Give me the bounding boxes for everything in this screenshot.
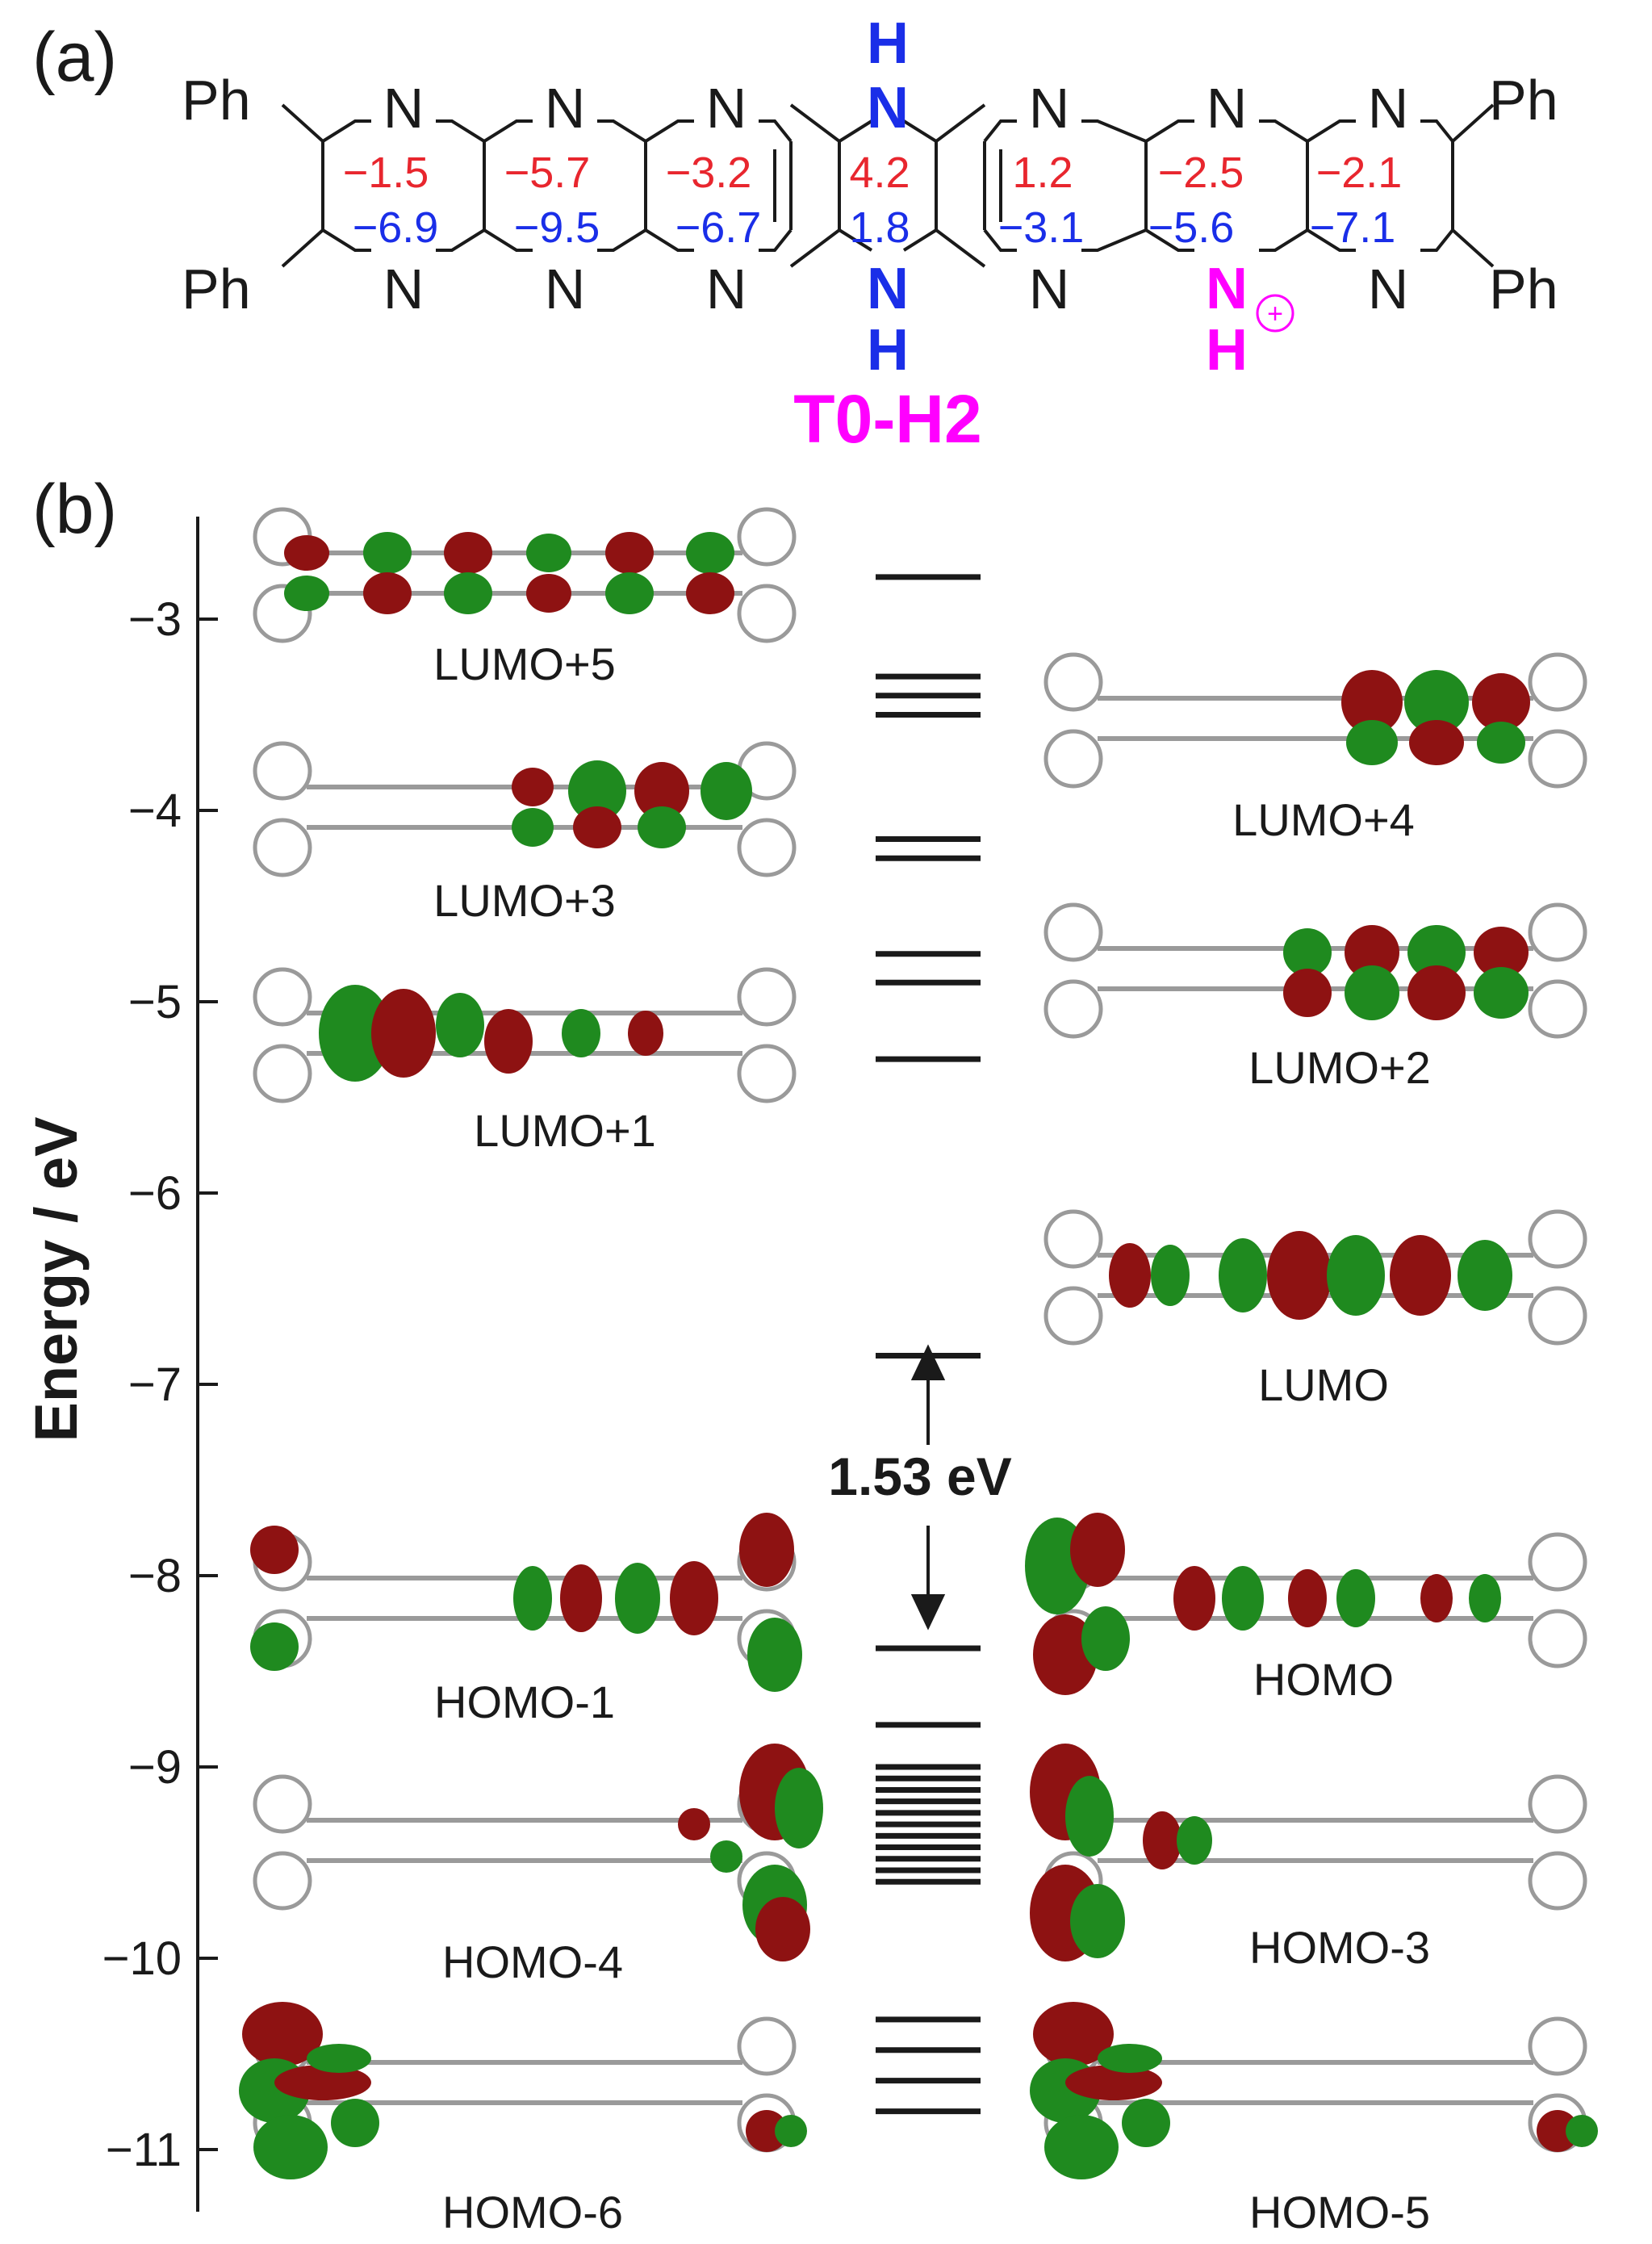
n-atom: N — [1029, 77, 1070, 140]
charge-sign: + — [1267, 299, 1283, 329]
n-atom-bottom: N — [867, 257, 909, 321]
ph-label-bottom-right: Ph — [1489, 257, 1558, 320]
tick-label: −7 — [128, 1359, 182, 1411]
orbital-homo-minus-6 — [239, 2002, 807, 2179]
orbital-homo-minus-5 — [1030, 2002, 1598, 2179]
orbital-homo-minus-1 — [250, 1513, 802, 1692]
h-atom-top: H — [867, 11, 909, 76]
orbital-label: LUMO+4 — [1232, 794, 1415, 845]
blue-value: 1.8 — [849, 203, 910, 252]
orbital-lumo-plus-2 — [1046, 905, 1585, 1036]
orbital-label: HOMO-1 — [434, 1677, 615, 1727]
tick-label: −9 — [128, 1741, 182, 1794]
orbital-label: LUMO+1 — [474, 1105, 656, 1156]
orbital-lumo-plus-1 — [255, 969, 794, 1101]
compound-name: T0-H2 — [793, 381, 981, 457]
h-atom-bottom: H — [867, 318, 909, 383]
red-value: −2.1 — [1316, 149, 1403, 197]
orbital-lumo — [1046, 1212, 1585, 1343]
energy-axis-tick-labels: −3 −4 −5 −6 −7 −8 −9 −10 −11 — [102, 593, 182, 2176]
bottom-nitrogen-labels: N N N N N — [383, 257, 1409, 320]
red-value: −1.5 — [343, 149, 429, 197]
blue-value: −9.5 — [514, 203, 600, 252]
positive-charge-icon: + — [1256, 294, 1294, 333]
orbital-lumo-plus-5 — [255, 509, 794, 641]
n-atom: N — [545, 77, 586, 140]
orbital-label: LUMO+2 — [1248, 1042, 1431, 1093]
top-nitrogen-labels: N N N N N N — [383, 77, 1409, 140]
blue-nics-values: −6.9 −9.5 −6.7 1.8 −3.1 −5.6 −7.1 — [353, 203, 1396, 252]
orbital-label: LUMO+3 — [433, 875, 616, 926]
tick-label: −11 — [106, 2124, 182, 2176]
red-nics-values: −1.5 −5.7 −3.2 4.2 1.2 −2.5 −2.1 — [343, 149, 1403, 197]
energy-axis-ticks — [198, 618, 218, 2151]
n-atom: N — [545, 257, 586, 320]
n-atom: N — [1368, 257, 1409, 320]
orbital-homo-minus-3 — [1030, 1744, 1585, 1961]
blue-value: −3.1 — [998, 203, 1085, 252]
red-value: −5.7 — [504, 149, 591, 197]
orbital-label: HOMO-3 — [1249, 1922, 1430, 1973]
blue-value: −6.9 — [353, 203, 439, 252]
tick-label: −4 — [128, 785, 182, 837]
protonated-nh: N H — [1206, 257, 1248, 383]
blue-value: −6.7 — [675, 203, 762, 252]
ph-label-top-right: Ph — [1489, 69, 1558, 132]
gap-arrows — [910, 1344, 946, 1631]
molecule-structure — [281, 103, 1495, 268]
tick-label: −6 — [128, 1167, 182, 1220]
tick-label: −8 — [128, 1550, 182, 1602]
arrow-down-head-icon — [910, 1594, 946, 1631]
h-atom-protonated: H — [1206, 318, 1248, 383]
orbital-label: HOMO-6 — [442, 2187, 623, 2238]
orbital-label: HOMO — [1253, 1654, 1394, 1705]
n-atom: N — [383, 257, 425, 320]
orbital-lumo-plus-3 — [255, 743, 794, 875]
energy-axis-label: Energy / eV — [23, 1116, 90, 1442]
tick-label: −10 — [102, 1932, 182, 1985]
n-atom: N — [706, 77, 747, 140]
n-atom: N — [1368, 77, 1409, 140]
n-atom: N — [706, 257, 747, 320]
ph-label-bottom-left: Ph — [182, 257, 251, 320]
n-atom-protonated: N — [1206, 257, 1248, 321]
panel-a-label: (a) — [32, 19, 117, 96]
orbital-homo — [1025, 1513, 1585, 1695]
n-atom: N — [1029, 257, 1070, 320]
red-value: −3.2 — [666, 149, 752, 197]
central-nh-groups: H N N H — [867, 11, 909, 383]
orbital-label: HOMO-4 — [442, 1936, 623, 1987]
orbital-label: LUMO+5 — [433, 638, 616, 689]
orbital-label: HOMO-5 — [1249, 2187, 1430, 2238]
n-atom: N — [383, 77, 425, 140]
arrow-up-head-icon — [910, 1344, 946, 1380]
energy-levels — [876, 574, 981, 2115]
ph-label-top-left: Ph — [182, 69, 251, 132]
red-value: 1.2 — [1012, 149, 1073, 197]
orbital-label: LUMO — [1258, 1359, 1389, 1410]
tick-label: −3 — [128, 593, 182, 646]
n-atom: N — [1207, 77, 1248, 140]
red-value: −2.5 — [1158, 149, 1244, 197]
blue-value: −5.6 — [1148, 203, 1235, 252]
tick-label: −5 — [128, 976, 182, 1028]
panel-b-label: (b) — [32, 471, 117, 548]
blue-value: −7.1 — [1310, 203, 1396, 252]
red-value: 4.2 — [849, 149, 910, 197]
orbital-lumo-plus-4 — [1046, 655, 1585, 786]
n-atom-top: N — [867, 76, 909, 140]
orbital-homo-minus-4 — [255, 1744, 823, 1961]
gap-label: 1.53 eV — [828, 1446, 1012, 1506]
